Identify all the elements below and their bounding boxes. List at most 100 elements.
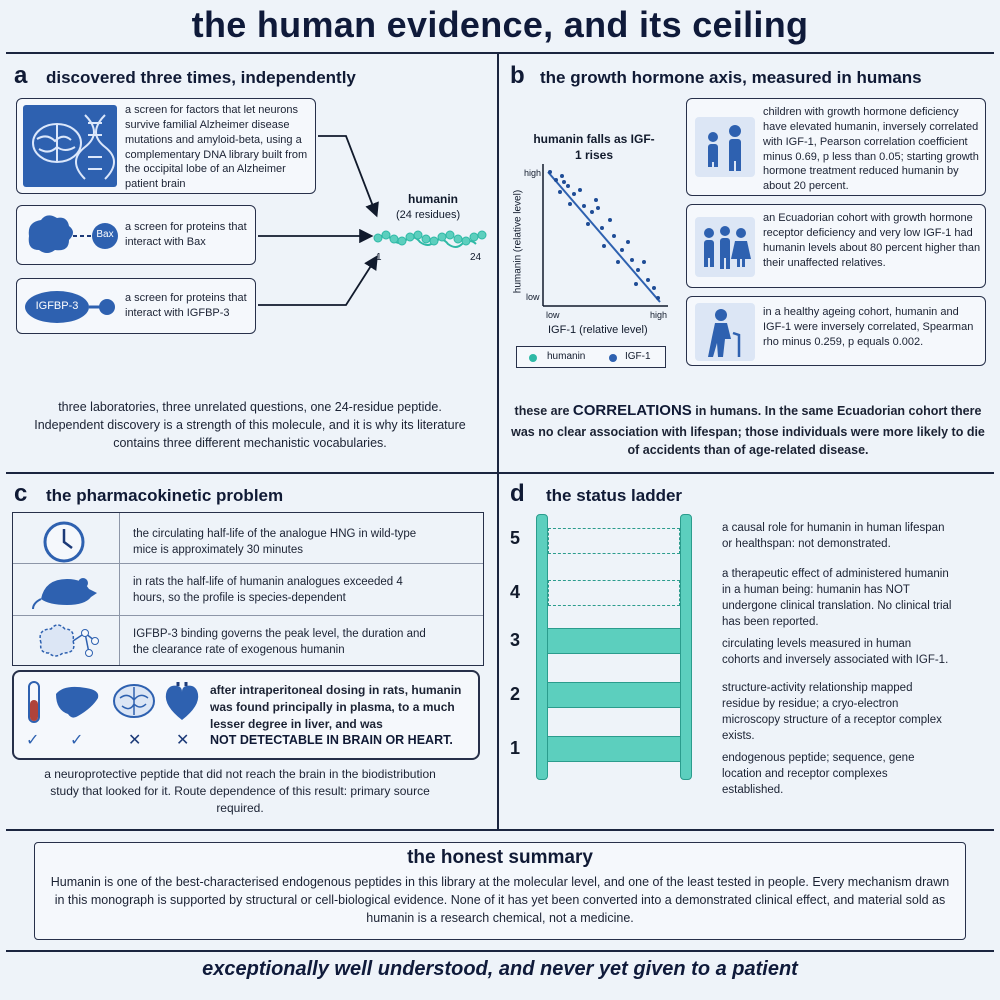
screen-box-alzheimer: a screen for factors that let neurons su… — [16, 98, 316, 194]
igfbp3-icon-label: IGFBP-3 — [35, 300, 79, 312]
cohort-box-ageing: in a healthy ageing cohort, humanin and … — [686, 296, 986, 366]
rat-icon — [31, 569, 101, 613]
convergence-arrows — [258, 135, 379, 306]
horizontal-divider — [6, 472, 994, 474]
pk-row-rats-text: in rats the half-life of humanin analogu… — [133, 576, 403, 604]
panel-b-caption: these are CORRELATIONS in humans. In the… — [510, 400, 986, 460]
igfbp3-protein-icon: IGFBP-3 — [23, 287, 119, 327]
panel-b-title: the growth hormone axis, measured in hum… — [540, 68, 922, 87]
legend-humanin-label: humanin — [547, 351, 586, 362]
screen-text-alzheimer: a screen for factors that let neurons su… — [125, 104, 308, 191]
elderly-person-icon — [695, 303, 755, 361]
y-axis-high: high — [524, 168, 542, 178]
rung-3-text: circulating levels measured in human coh… — [722, 638, 949, 667]
correlation-plot — [542, 164, 668, 307]
family-group-icon — [695, 217, 755, 277]
panel-d-letter: d — [510, 480, 525, 507]
legend-igf1-label: IGF-1 — [625, 351, 651, 362]
peptide-length: (24 residues) — [396, 209, 461, 221]
rung-4-text: a therapeutic effect of administered hum… — [722, 568, 952, 629]
plot-legend: humanin IGF-1 — [516, 346, 666, 368]
footer-tagline: exceptionally well understood, and never… — [202, 958, 798, 980]
rung-1-text: endogenous peptide; sequence, gene locat… — [722, 752, 915, 797]
pk-row-mice-text: the circulating half-life of the analogu… — [133, 528, 417, 556]
bax-icon-label: Bax — [96, 229, 114, 240]
pk-table: the circulating half-life of the analogu… — [12, 512, 484, 666]
residue-end-label: 24 — [470, 252, 482, 263]
biodistribution-box: ✓ ✓ ✕ ✕ after intraperitoneal dosing in … — [12, 670, 480, 760]
pk-table-divider — [119, 513, 120, 665]
plasma-check-mark: ✓ — [26, 732, 40, 749]
page-title: the human evidence, and its ceiling — [191, 4, 809, 45]
biodistribution-text-emph: NOT DETECTABLE IN BRAIN OR HEART. — [210, 733, 453, 748]
cohort-text-children: children with growth hormone deficiency … — [763, 106, 979, 193]
screen-text-igfbp3: a screen for proteins that interact with… — [125, 292, 247, 319]
rung-1-number: 1 — [510, 738, 521, 758]
summary-box: the honest summary Humanin is one of the… — [34, 842, 966, 940]
panel-c-letter: c — [14, 480, 28, 507]
liver-icon — [54, 684, 100, 720]
peptide-name: humanin — [408, 192, 458, 206]
biodistribution-text: after intraperitoneal dosing in rats, hu… — [210, 682, 474, 750]
rung-5-number: 5 — [510, 528, 521, 548]
bax-protein-icon: Bax — [23, 210, 119, 262]
y-axis-low: low — [526, 292, 540, 302]
panel-d-title: the status ladder — [546, 486, 683, 505]
ladder-rung-3 — [548, 628, 680, 654]
ladder-rung-2 — [548, 682, 680, 708]
panel-b-letter: b — [510, 62, 525, 89]
panel-a-caption: three laboratories, three unrelated ques… — [34, 400, 466, 451]
brain-dna-icon — [23, 105, 117, 187]
rung-4-number: 4 — [510, 582, 521, 602]
brain-icon — [112, 682, 156, 720]
binding-molecule-icon — [33, 619, 103, 663]
cohort-text-ageing: in a healthy ageing cohort, humanin and … — [763, 306, 974, 348]
screen-text-bax: a screen for proteins that interact with… — [125, 221, 247, 248]
pk-row-igfbp3-text: IGFBP-3 binding governs the peak level, … — [133, 628, 426, 656]
rung-5-text: a causal role for humanin in human lifes… — [722, 522, 945, 551]
heart-icon — [162, 680, 202, 722]
screen-box-igfbp3: IGFBP-3 a screen for proteins that inter… — [16, 278, 256, 334]
liver-check-mark: ✓ — [70, 732, 84, 749]
ladder-rung-1 — [548, 736, 680, 762]
rung-3-number: 3 — [510, 630, 521, 650]
panel-a-letter: a — [14, 62, 28, 89]
plot-title: humanin falls as IGF-1 rises — [533, 132, 655, 162]
panel-b-caption-pre: these are — [514, 404, 573, 418]
x-axis-label: IGF-1 (relative level) — [548, 324, 648, 336]
cohort-box-ecuador: an Ecuadorian cohort with growth hormone… — [686, 204, 986, 288]
x-axis-low: low — [546, 310, 560, 320]
pk-row-divider-1 — [13, 563, 483, 564]
residue-start-label: 1 — [376, 252, 382, 263]
y-axis-label: humanin (relative level) — [512, 189, 524, 294]
heart-cross-mark: ✕ — [176, 732, 190, 749]
summary-text: Humanin is one of the best-characterised… — [50, 875, 950, 926]
screen-box-bax: Bax a screen for proteins that interact … — [16, 205, 256, 265]
panel-c-title: the pharmacokinetic problem — [46, 486, 284, 505]
panel-b-caption-post: in humans. In the same Ecuadorian cohort… — [511, 404, 985, 458]
ladder-rung-5 — [548, 528, 680, 554]
title-divider — [6, 52, 994, 54]
clock-icon — [41, 519, 87, 565]
footer-divider — [6, 950, 994, 952]
summary-title: the honest summary — [407, 847, 593, 868]
parent-child-icon — [695, 117, 755, 177]
cohort-text-ecuador: an Ecuadorian cohort with growth hormone… — [763, 212, 981, 269]
biodistribution-text-pre: after intraperitoneal dosing in rats, hu… — [210, 683, 462, 731]
ladder-rail-right — [680, 514, 692, 780]
panel-c-caption: a neuroprotective peptide that did not r… — [44, 767, 436, 815]
rung-2-text: structure-activity relationship mapped r… — [722, 682, 942, 743]
legend-humanin-swatch — [529, 354, 537, 362]
rung-2-number: 2 — [510, 684, 521, 704]
plasma-tube-icon — [24, 680, 44, 728]
ladder-rung-4 — [548, 580, 680, 606]
peptide-chain — [373, 230, 487, 248]
pk-row-divider-2 — [13, 615, 483, 616]
vertical-divider — [497, 54, 499, 829]
panel-a-title: discovered three times, independently — [46, 68, 356, 87]
legend-igf1-swatch — [609, 354, 617, 362]
ladder-rail-left — [536, 514, 548, 780]
brain-cross-mark: ✕ — [128, 732, 142, 749]
cohort-box-children: children with growth hormone deficiency … — [686, 98, 986, 196]
bottom-divider — [6, 829, 994, 831]
